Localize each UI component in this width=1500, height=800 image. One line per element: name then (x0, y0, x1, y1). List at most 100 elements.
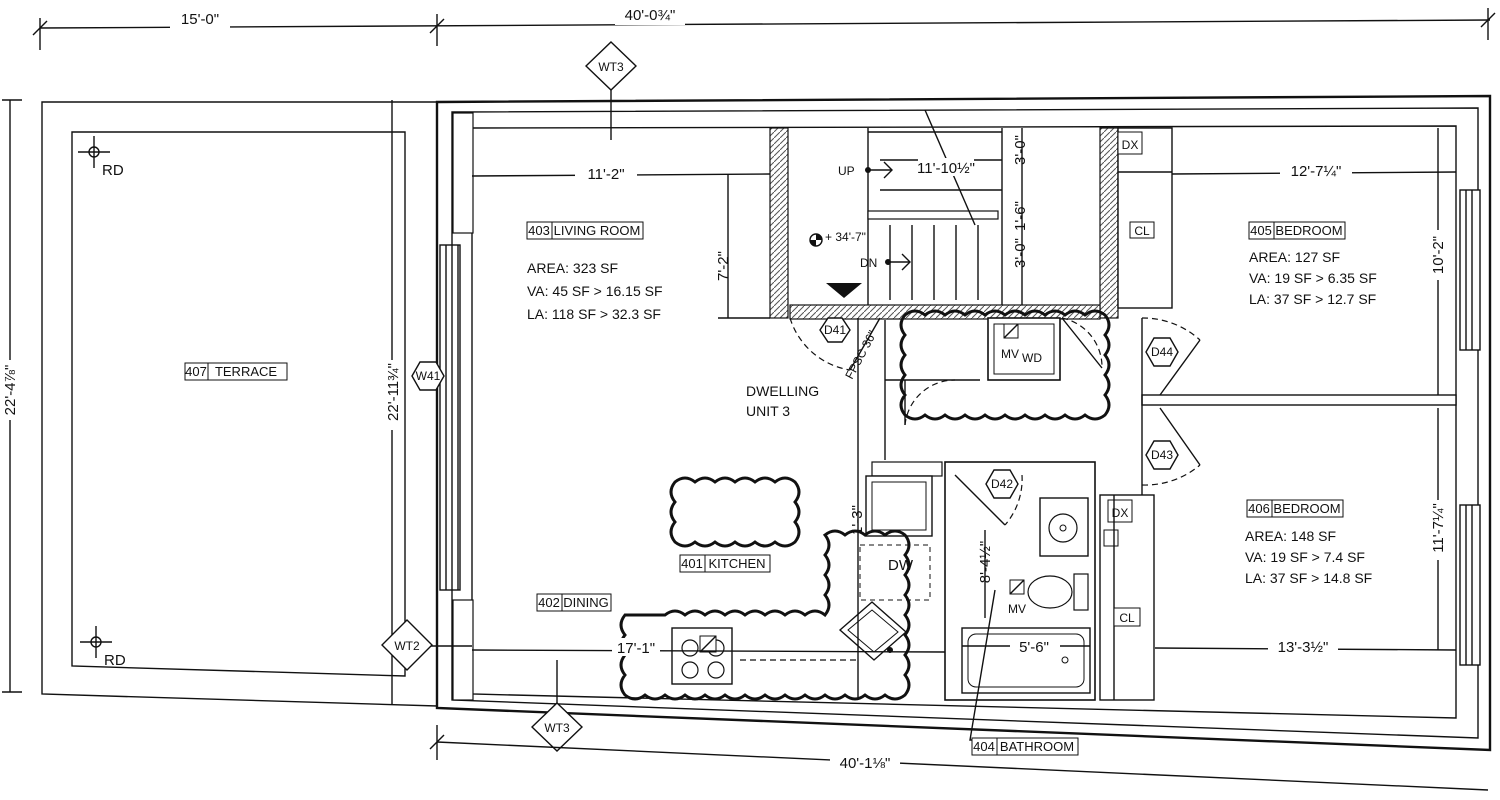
top-dimension-line: 15'-0" 40'-0¾" (32, 5, 1496, 50)
living-la: LA: 118 SF > 32.3 SF (527, 306, 661, 322)
terrace-name: TERRACE (215, 364, 277, 379)
dim-top-left: 15'-0" (181, 11, 219, 28)
unit-walls (435, 94, 1492, 752)
bed405-number: 405 (1250, 223, 1272, 238)
dim-counter-depth: 1'-3" (849, 505, 866, 535)
rd-label-bottom: RD (104, 652, 126, 669)
left-dimension-line: 22'-4⅞" (2, 99, 22, 693)
dining-label: 402 DINING (536, 593, 612, 612)
bathroom-label: 404 BATHROOM (971, 737, 1079, 756)
bed405-la: LA: 37 SF > 12.7 SF (1249, 291, 1376, 307)
closet-top: CL DX (1117, 127, 1173, 309)
bedroom-406-label: 406 BEDROOM (1246, 499, 1344, 518)
dx-bottom-label: DX (1112, 506, 1129, 520)
bedroom-406: 11'-7¼" 406 BEDROOM AREA: 148 SF VA: 19 … (1154, 408, 1457, 656)
stair-dn-label: DN (860, 256, 877, 270)
kitchen-counter: DW 1'-3" (619, 505, 931, 701)
bathroom-number: 404 (973, 739, 995, 754)
fpsc-label: FPSC 36" (842, 328, 879, 381)
dining-name: DINING (563, 595, 609, 610)
living-area: AREA: 323 SF (527, 260, 618, 276)
dx-top-label: DX (1122, 138, 1139, 152)
mv-label-laundry: MV (1001, 347, 1019, 361)
bathroom-name: BATHROOM (1000, 739, 1074, 754)
dim-living-width: 11'-2" (587, 166, 624, 183)
living-room-label: 403 LIVING ROOM (526, 221, 644, 240)
cl-bottom-label: CL (1119, 611, 1135, 625)
closet-bottom: DX CL (1099, 494, 1155, 701)
dwelling-line1: DWELLING (746, 383, 819, 399)
bed406-number: 406 (1248, 501, 1270, 516)
door-d43: D43 (1141, 407, 1201, 486)
dim-stair-width: 11'-10½" (917, 160, 975, 177)
stair-up-label: UP (838, 164, 855, 178)
bed406-va: VA: 19 SF > 7.4 SF (1245, 549, 1365, 565)
bottom-dimension-line: 40'-1⅛" (429, 725, 1489, 791)
bed405-area: AREA: 127 SF (1249, 249, 1340, 265)
wt2-text: WT2 (394, 639, 420, 653)
dw-label: DW (888, 557, 914, 574)
tag-wt3-bottom: WT3 (530, 660, 584, 752)
bedroom-405: 12'-7¼" 10'-2" 405 BEDROOM AREA: 127 SF … (1171, 128, 1457, 395)
bedroom-405-label: 405 BEDROOM (1248, 221, 1346, 240)
dwelling-unit-label: DWELLING UNIT 3 (746, 383, 819, 419)
tag-wt2: WT2 (381, 619, 472, 671)
laundry-closet: MV WD (884, 309, 1111, 460)
kitchen-island: 401 KITCHEN (669, 476, 801, 573)
d44-text: D44 (1151, 345, 1173, 359)
mv-label-bath: MV (1008, 602, 1026, 616)
living-room: 11'-2" 7'-2" 403 LIVING ROOM AREA: 323 S… (471, 165, 771, 322)
roof-drain-bottom: RD (80, 626, 126, 669)
kitchen-number: 401 (681, 556, 703, 571)
dim-top-right: 40'-0¾" (625, 7, 676, 24)
dim-bath-width: 5'-6" (1019, 639, 1049, 656)
kitchen-name: KITCHEN (708, 556, 765, 571)
dim-kitchen-run: 17'-1" (617, 640, 655, 657)
kitchen-run-dimension: 17'-1" (471, 638, 946, 657)
bed406-la: LA: 37 SF > 14.8 SF (1245, 570, 1372, 586)
cl-top-label: CL (1134, 224, 1150, 238)
dim-bottom-total: 40'-1⅛" (840, 755, 891, 772)
elevation-label: + 34'-7" (825, 230, 866, 244)
dim-bed405-height: 10'-2" (1430, 236, 1447, 274)
w41-text: W41 (416, 369, 441, 383)
kitchen-tall-cabinet (857, 318, 943, 540)
door-d41: D41 FPSC 36" (789, 317, 881, 381)
rd-label-top: RD (102, 162, 124, 179)
dim-bed406-width: 13'-3½" (1278, 639, 1329, 656)
bed405-va: VA: 19 SF > 6.35 SF (1249, 270, 1377, 286)
bed405-name: BEDROOM (1275, 223, 1342, 238)
stair: UP DN + 34'-7" 11'-10½" 3'-0" 1'-6" 3'-0… (769, 109, 1119, 320)
d42-text: D42 (991, 477, 1013, 491)
dwelling-line2: UNIT 3 (746, 403, 790, 419)
terrace-number: 407 (185, 364, 207, 379)
tag-wt3-top: WT3 (584, 41, 638, 140)
dim-left-height: 22'-4⅞" (2, 365, 19, 416)
wt3-bottom-text: WT3 (544, 721, 570, 735)
tag-w41: W41 (411, 361, 445, 391)
bathroom: 5'-6" MV 8'-4½" D42 404 BATHROOM (944, 461, 1096, 756)
dim-living-height: 7'-2" (715, 251, 732, 281)
living-number: 403 (528, 223, 550, 238)
living-name: LIVING ROOM (554, 223, 641, 238)
dim-mid-height: 22'-11¾" (385, 363, 402, 421)
dim-stair-lower: 3'-0" (1012, 238, 1029, 268)
dim-bath-height: 8'-4½" (977, 541, 994, 583)
door-d44: D44 (1141, 317, 1201, 396)
wd-label: WD (1022, 351, 1042, 365)
dining-number: 402 (538, 595, 560, 610)
kitchen-label: 401 KITCHEN (679, 554, 771, 573)
bed406-name: BEDROOM (1273, 501, 1340, 516)
roof-drain-top: RD (78, 136, 124, 179)
dim-bed405-width: 12'-7¼" (1291, 163, 1342, 180)
dim-stair-upper: 3'-0" (1012, 135, 1029, 165)
dim-stair-mid: 1'-6" (1012, 201, 1029, 231)
terrace: RD RD 407 TERRACE 22'-11¾" (41, 100, 438, 707)
d43-text: D43 (1151, 448, 1173, 462)
d41-text: D41 (824, 323, 846, 337)
dim-bed406-height: 11'-7¼" (1430, 503, 1447, 553)
living-va: VA: 45 SF > 16.15 SF (527, 283, 663, 299)
bed406-area: AREA: 148 SF (1245, 528, 1336, 544)
wt3-top-text: WT3 (598, 60, 624, 74)
